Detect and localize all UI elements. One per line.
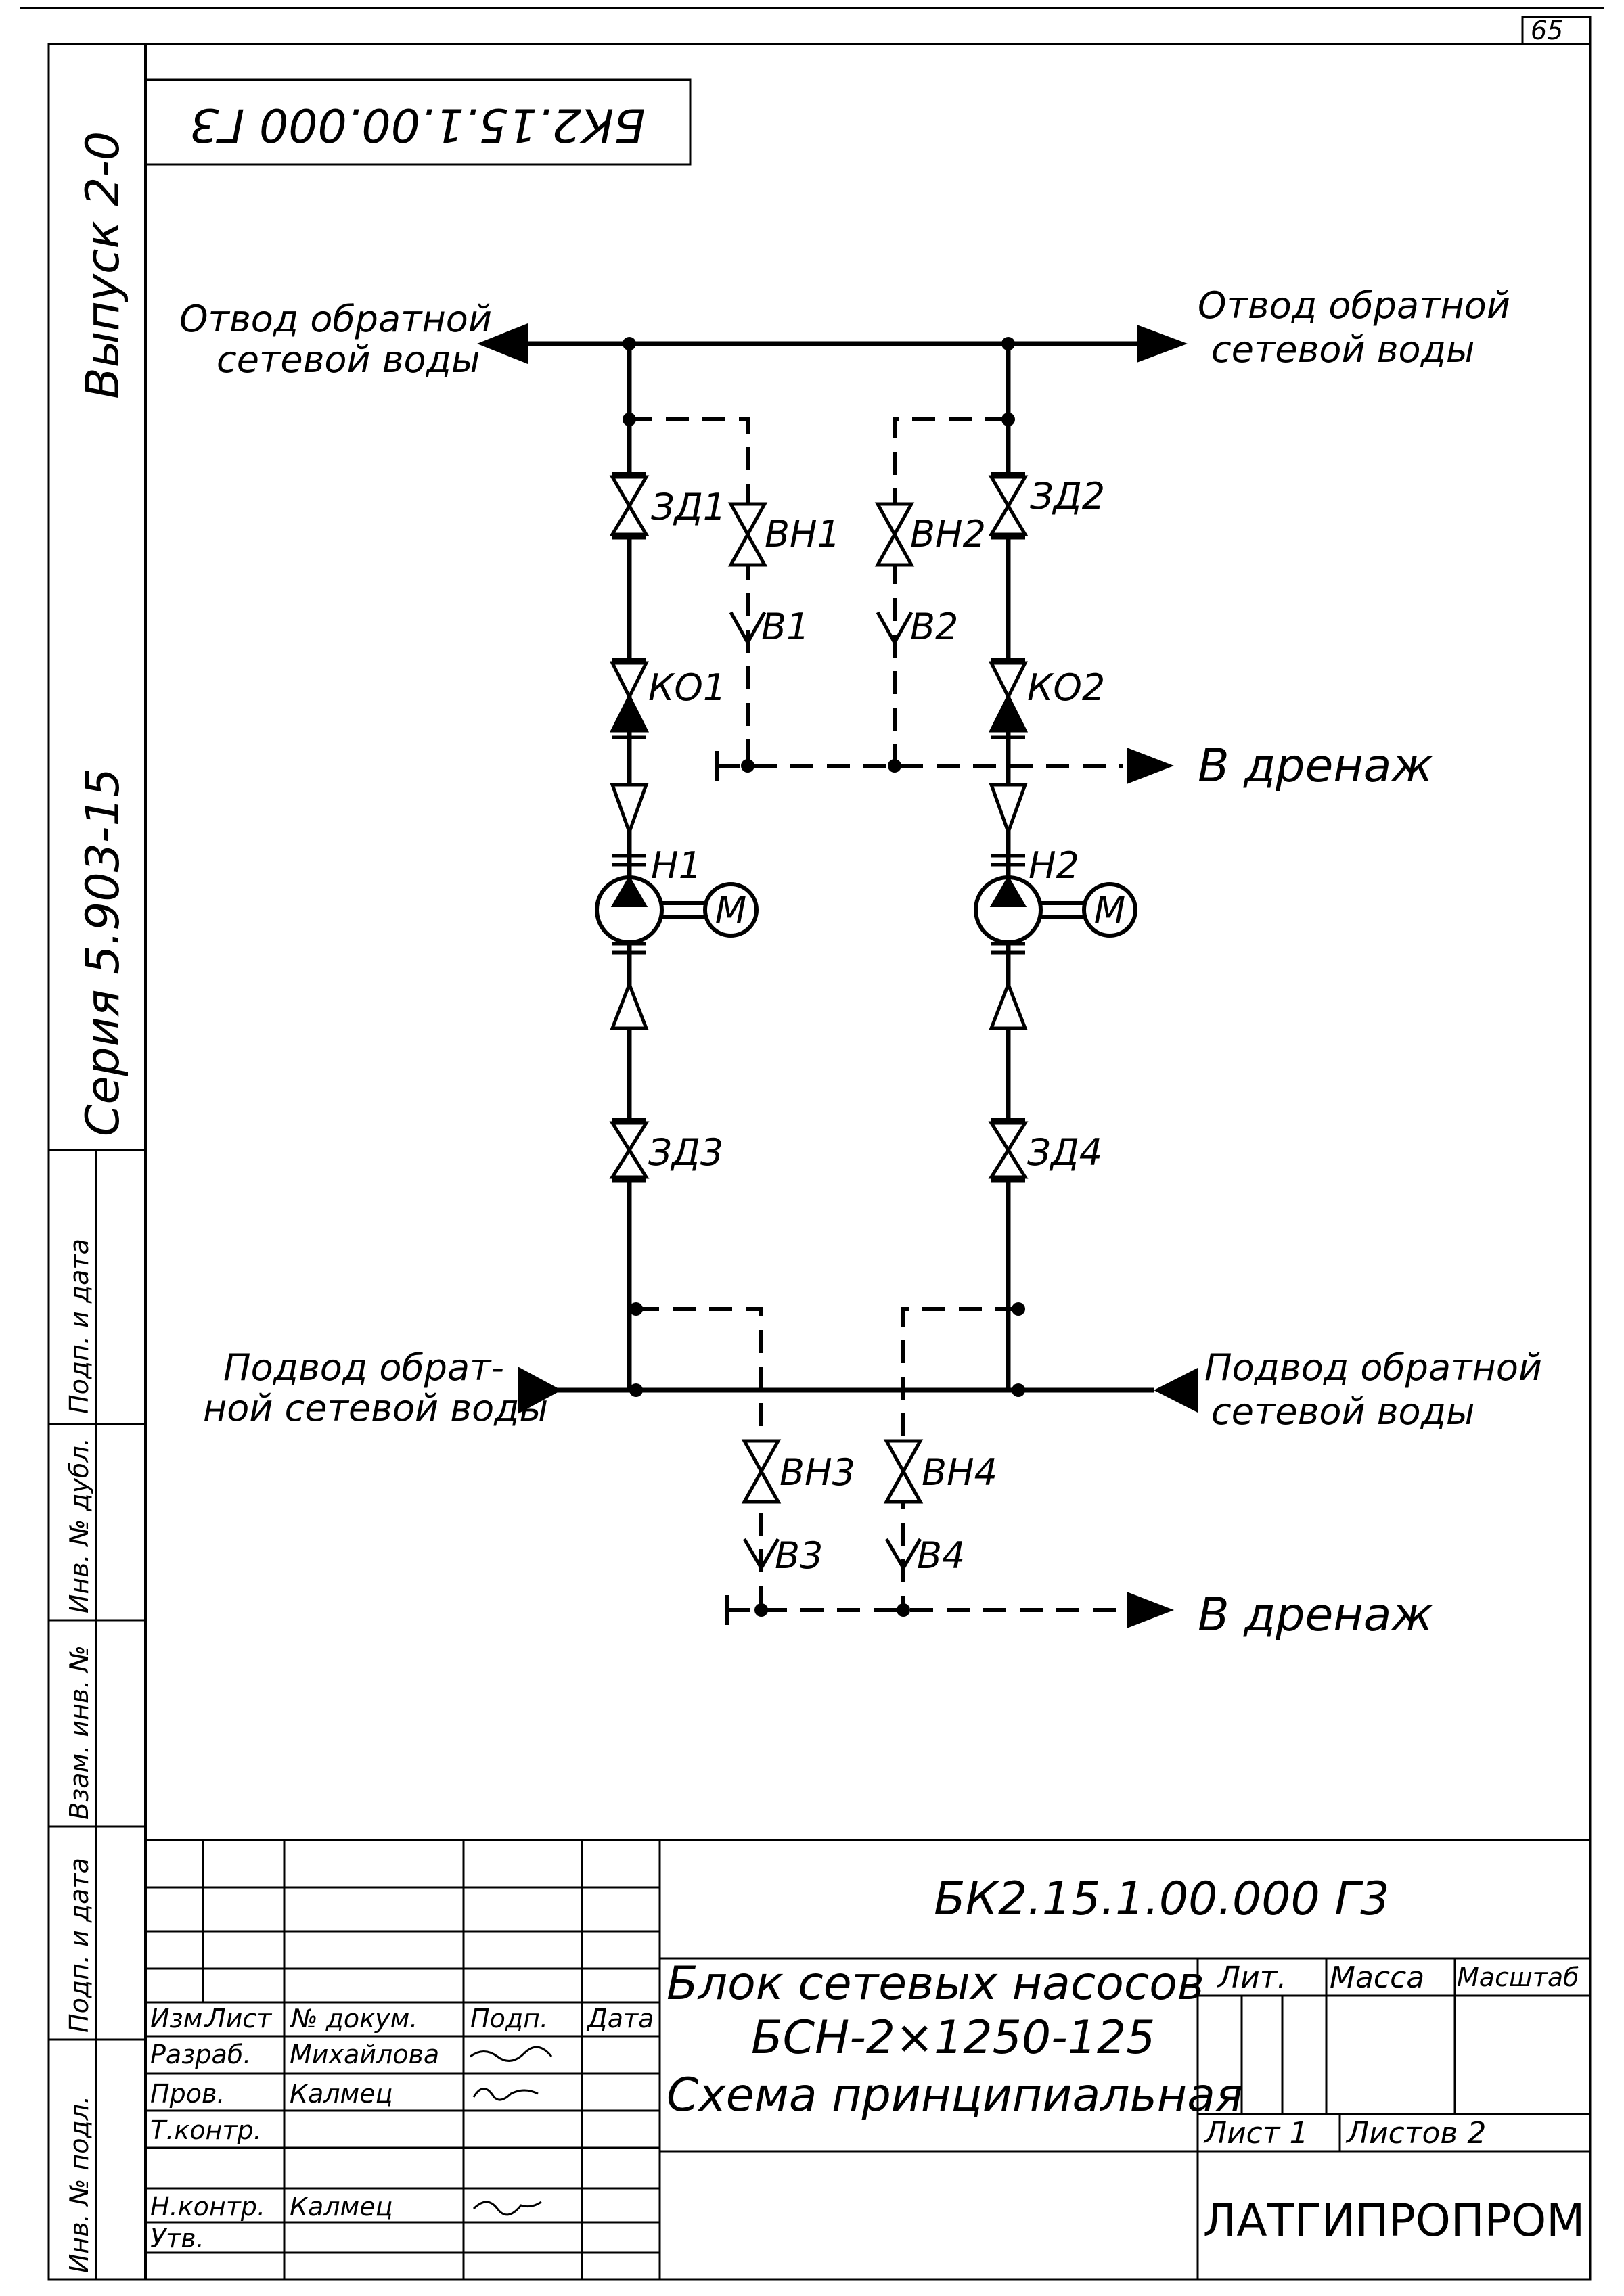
role-utv: Утв. <box>150 2224 204 2253</box>
stamp-label-1: Подп. и дата <box>64 1239 94 1414</box>
tag-vn2: ВН2 <box>910 513 986 555</box>
check-valve-ko2 <box>988 658 1029 739</box>
tag-v3: В3 <box>775 1534 823 1577</box>
stamp-label-5: Инв. № подл. <box>64 2096 94 2273</box>
name-nkontr: Калмец <box>290 2192 392 2222</box>
valve-vn2 <box>874 502 915 567</box>
valve-vn4 <box>883 1439 924 1504</box>
gate-valves <box>609 472 1029 1504</box>
pump-h2 <box>974 875 1137 944</box>
issue-label: Выпуск 2-0 <box>76 131 130 399</box>
valve-zd3 <box>609 1118 650 1183</box>
flow-labels: Отвод обратной сетевой воды Отвод обратн… <box>179 284 1542 1642</box>
inlet-left-arrow <box>518 1367 562 1414</box>
inlet-right-line2: сетевой воды <box>1211 1390 1475 1433</box>
tag-ko1: КО1 <box>648 666 726 709</box>
rotated-code-box: БК2.15.1.00.000 Г3 <box>144 78 692 166</box>
tag-v1: В1 <box>761 605 809 648</box>
title-line2: БСН-2×1250-125 <box>751 2011 1155 2065</box>
motor-m2-label: М <box>1094 889 1126 932</box>
margin-stamp <box>49 1149 145 2280</box>
drain-lower-label: В дренаж <box>1198 1588 1433 1642</box>
signatures <box>470 2046 553 2216</box>
tag-vn4: ВН4 <box>922 1451 997 1494</box>
check-valve-ko1 <box>609 658 650 739</box>
pump-h1 <box>595 875 759 944</box>
valve-zd1 <box>609 472 650 540</box>
role-prov: Пров. <box>150 2079 225 2109</box>
title-block-headers: Изм. Лист № докум. Подп. Дата <box>150 2004 654 2034</box>
name-razrab: Михайлова <box>290 2040 439 2069</box>
title-text: Блок сетевых насосов БСН-2×1250-125 Схем… <box>667 1957 1243 2122</box>
stamp-label-3: Взам. инв. № <box>64 1645 94 1820</box>
title-block-roles: Разраб. Михайлова Пров. Калмец Т.контр. … <box>150 2040 439 2253</box>
role-tkontr: Т.контр. <box>150 2115 262 2145</box>
rotated-doc-code: БК2.15.1.00.000 Г3 <box>189 97 646 151</box>
outlet-right-line1: Отвод обратной <box>1198 284 1510 327</box>
outlet-left-arrow <box>477 323 528 364</box>
drain-upper-arrow <box>1127 748 1174 784</box>
tag-vn1: ВН1 <box>765 513 840 555</box>
inlet-right-arrow <box>1154 1368 1198 1413</box>
title-doc-code: БК2.15.1.00.000 Г3 <box>934 1873 1390 1926</box>
outlet-left-line1: Отвод обратной <box>179 298 492 340</box>
tag-zd3: ЗД3 <box>648 1131 723 1174</box>
vent-funnels <box>729 611 922 1571</box>
drain-lower-arrow <box>1127 1592 1174 1628</box>
tag-v4: В4 <box>917 1534 965 1577</box>
drain-lines <box>629 417 1127 1612</box>
sheets-label: Листов 2 <box>1345 2116 1486 2151</box>
col-list: Лист <box>205 2004 273 2034</box>
check-valves <box>609 658 1029 739</box>
sheet-label: Лист 1 <box>1203 2116 1308 2151</box>
stamp-label-2: Инв. № дубл. <box>64 1438 94 1613</box>
inlet-left-line2: ной сетевой воды <box>203 1387 548 1429</box>
col-sign: Подп. <box>470 2004 548 2034</box>
col-lit: Лит. <box>1217 1960 1286 1995</box>
title-line3: Схема принципиальная <box>667 2069 1243 2122</box>
outlet-left-line2: сетевой воды <box>217 338 480 381</box>
tag-zd1: ЗД1 <box>651 486 726 528</box>
tag-vn3: ВН3 <box>780 1451 855 1494</box>
tag-zd2: ЗД2 <box>1030 475 1105 518</box>
col-mass: Масса <box>1330 1960 1424 1995</box>
organization: ЛАТГИПРОПРОМ <box>1203 2195 1585 2247</box>
col-scale: Масштаб <box>1457 1962 1579 1992</box>
drain-upper-label: В дренаж <box>1198 739 1433 793</box>
equipment-tags: ЗД1 ВН1 ВН2 ЗД2 В1 В2 КО1 КО2 Н1 Н2 ЗД3 … <box>648 475 1105 1577</box>
role-razrab: Разраб. <box>150 2040 251 2069</box>
reducers <box>610 783 1028 1030</box>
title-block-grid <box>144 1839 1592 2281</box>
title-block-right: Лит. Масса Масштаб Лист 1 Листов 2 ЛАТГИ… <box>1203 1960 1585 2247</box>
outlet-right-arrow <box>1137 325 1188 363</box>
name-prov: Калмец <box>290 2079 392 2109</box>
valve-zd2 <box>988 472 1029 540</box>
role-nkontr: Н.контр. <box>150 2192 265 2222</box>
stamp-label-4: Подп. и дата <box>64 1858 94 2033</box>
tag-v2: В2 <box>910 605 958 648</box>
tag-h2: Н2 <box>1029 844 1079 887</box>
valve-vn1 <box>727 502 768 567</box>
valve-zd4 <box>988 1118 1029 1183</box>
sheet-number: 65 <box>1531 16 1563 45</box>
col-izm: Изм. <box>150 2004 210 2034</box>
tag-h1: Н1 <box>651 844 702 887</box>
inlet-left-line1: Подвод обрат- <box>223 1346 504 1389</box>
series-label: Серия 5.903-15 <box>76 768 130 1136</box>
tag-zd4: ЗД4 <box>1027 1131 1102 1174</box>
pump-flanges <box>612 854 1025 955</box>
inlet-right-line1: Подвод обратной <box>1204 1346 1542 1389</box>
valve-vn3 <box>741 1439 782 1504</box>
outlet-right-line2: сетевой воды <box>1211 328 1475 371</box>
col-date: Дата <box>586 2004 654 2034</box>
motor-m1-label: М <box>715 889 747 932</box>
tag-ko2: КО2 <box>1027 666 1105 709</box>
col-docnum: № докум. <box>290 2004 418 2034</box>
title-line1: Блок сетевых насосов <box>667 1957 1204 2011</box>
junction-dots <box>623 337 1025 1617</box>
drain-caps <box>715 751 729 1625</box>
